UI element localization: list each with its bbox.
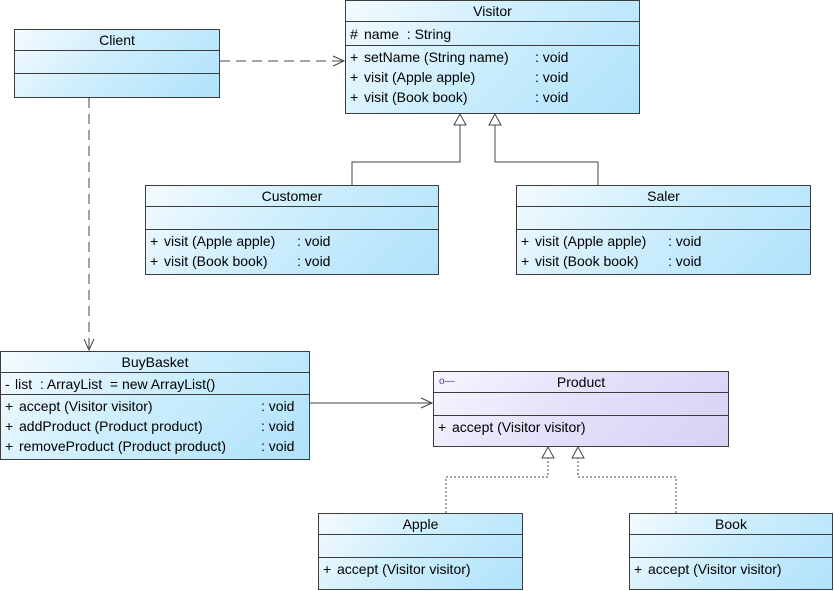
operation-row: +visit (Book book): void bbox=[150, 253, 331, 269]
operation-row: +visit (Book book): void bbox=[521, 253, 702, 269]
interface-product[interactable]: o— Product +accept (Visitor visitor) bbox=[433, 371, 729, 447]
attribute-row: # name : String bbox=[350, 26, 452, 42]
class-name: Customer bbox=[146, 186, 438, 207]
attributes-compartment bbox=[15, 51, 219, 74]
class-name-header: o— Product bbox=[434, 372, 728, 393]
attributes-compartment bbox=[630, 535, 832, 558]
class-name: Apple bbox=[319, 514, 522, 535]
operation-row: +accept (Visitor visitor): void bbox=[5, 398, 295, 414]
class-name: Product bbox=[556, 374, 606, 390]
operation-row: +visit (Apple apple): void bbox=[350, 69, 569, 85]
operations-compartment: +accept (Visitor visitor) bbox=[630, 558, 832, 580]
operations-compartment: +accept (Visitor visitor): void +addProd… bbox=[1, 395, 309, 457]
hollow-triangle-icon bbox=[541, 445, 555, 459]
hollow-triangle-icon bbox=[453, 112, 467, 126]
class-name: Book bbox=[630, 514, 832, 535]
attributes-compartment bbox=[517, 207, 810, 230]
operation-row: +visit (Apple apple): void bbox=[150, 233, 331, 249]
operations-compartment: +setName (String name): void +visit (App… bbox=[346, 46, 639, 108]
class-book[interactable]: Book +accept (Visitor visitor) bbox=[629, 513, 833, 590]
operation-row: +visit (Apple apple): void bbox=[521, 233, 702, 249]
class-name: Saler bbox=[517, 186, 810, 207]
class-buybasket[interactable]: BuyBasket -list : ArrayList = new ArrayL… bbox=[0, 351, 310, 460]
operations-compartment: +visit (Apple apple): void +visit (Book … bbox=[517, 230, 810, 272]
operations-compartment: +accept (Visitor visitor) bbox=[319, 558, 522, 580]
hollow-triangle-icon bbox=[488, 112, 502, 126]
attributes-compartment: # name : String bbox=[346, 22, 639, 46]
class-name: Client bbox=[15, 30, 219, 51]
class-saler[interactable]: Saler +visit (Apple apple): void +visit … bbox=[516, 185, 811, 275]
operation-row: +accept (Visitor visitor) bbox=[323, 561, 471, 577]
hollow-triangle-icon bbox=[571, 445, 585, 459]
operations-compartment bbox=[15, 74, 219, 76]
generalization-customer-visitor bbox=[351, 125, 461, 185]
class-name: BuyBasket bbox=[1, 352, 309, 373]
class-client[interactable]: Client bbox=[14, 29, 220, 98]
attributes-compartment bbox=[434, 393, 728, 416]
operation-row: +accept (Visitor visitor) bbox=[438, 419, 586, 435]
class-visitor[interactable]: Visitor # name : String +setName (String… bbox=[345, 0, 640, 114]
realization-apple-product bbox=[445, 458, 549, 513]
operations-compartment: +visit (Apple apple): void +visit (Book … bbox=[146, 230, 438, 272]
operation-row: +visit (Book book): void bbox=[350, 89, 569, 105]
open-arrowhead-icon bbox=[83, 338, 95, 352]
attribute-row: -list : ArrayList = new ArrayList() bbox=[5, 376, 216, 392]
class-customer[interactable]: Customer +visit (Apple apple): void +vis… bbox=[145, 185, 439, 275]
operation-row: +setName (String name): void bbox=[350, 49, 569, 65]
generalization-saler-visitor bbox=[494, 125, 599, 185]
operation-row: +accept (Visitor visitor) bbox=[634, 561, 782, 577]
operation-row: +removeProduct (Product product): void bbox=[5, 438, 295, 454]
operations-compartment: +accept (Visitor visitor) bbox=[434, 416, 728, 438]
operation-row: +addProduct (Product product): void bbox=[5, 418, 295, 434]
class-name: Visitor bbox=[346, 1, 639, 22]
attributes-compartment: -list : ArrayList = new ArrayList() bbox=[1, 373, 309, 395]
attributes-compartment bbox=[319, 535, 522, 558]
attributes-compartment bbox=[146, 207, 438, 230]
open-arrowhead-icon bbox=[420, 397, 434, 409]
open-arrowhead-icon bbox=[332, 55, 346, 67]
class-apple[interactable]: Apple +accept (Visitor visitor) bbox=[318, 513, 523, 590]
interface-lollipop-icon: o— bbox=[439, 376, 455, 387]
realization-book-product bbox=[577, 458, 677, 513]
